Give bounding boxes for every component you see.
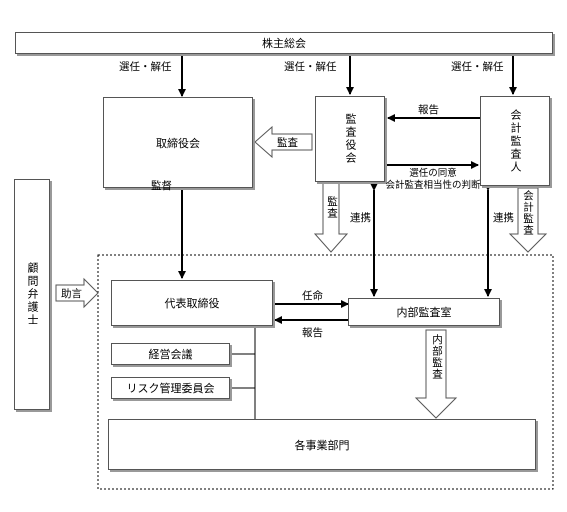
accounting-audit-label: 会計監査	[522, 190, 534, 236]
audit-down-label: 監査	[326, 196, 338, 219]
audit-board-box: 監査役会	[315, 96, 385, 182]
consent-label-line1: 選任の同意	[409, 168, 457, 179]
audit-board-label: 監査役会	[344, 113, 357, 165]
coop-left-label: 連携	[350, 212, 371, 224]
legal-counsel-label: 顧問弁護士	[26, 262, 39, 327]
appoint-label: 任命	[302, 290, 323, 302]
consent-label-line2: 会計監査相当性の判断	[385, 180, 481, 191]
internal-audit-label: 内部監査室	[396, 306, 452, 319]
supervise-label: 監督	[151, 180, 172, 192]
advice-hollow-arrow	[55, 277, 99, 309]
consent-label: 選任の同意 会計監査相当性の判断	[384, 168, 482, 192]
shareholders-label: 株主総会	[262, 37, 306, 50]
management-meeting-box: 経営会議	[111, 343, 230, 365]
audit-down-hollow-arrow	[313, 182, 349, 253]
internal-audit-box: 内部監査室	[348, 298, 500, 326]
audit-arrow-label: 監査	[277, 137, 298, 149]
accounting-audit-hollow-arrow	[508, 187, 548, 253]
board-box: 取締役会	[103, 97, 253, 188]
elect-label-accounting-auditor: 選任・解任	[451, 61, 504, 73]
internal-audit-arrow-label: 内部監査	[431, 334, 443, 380]
advice-label: 助言	[61, 288, 82, 300]
shareholders-box: 株主総会	[15, 32, 553, 54]
representative-director-box: 代表取締役	[111, 280, 273, 326]
accounting-auditor-box: 会計監査人	[480, 96, 550, 186]
company-boundary	[97, 254, 554, 490]
representative-director-label: 代表取締役	[164, 297, 220, 310]
departments-label: 各事業部門	[294, 438, 350, 452]
risk-committee-label: リスク管理委員会	[126, 382, 215, 395]
elect-label-audit-board: 選任・解任	[284, 61, 337, 73]
accounting-auditor-label: 会計監査人	[509, 108, 522, 174]
internal-audit-hollow-arrow	[414, 329, 458, 419]
report-label-top: 報告	[418, 104, 439, 116]
management-meeting-label: 経営会議	[148, 348, 193, 361]
board-label: 取締役会	[156, 136, 200, 150]
risk-committee-box: リスク管理委員会	[111, 377, 230, 399]
elect-label-board: 選任・解任	[119, 61, 172, 73]
legal-counsel-box: 顧問弁護士	[14, 179, 50, 410]
report-label-bottom: 報告	[302, 327, 323, 339]
coop-right-label: 連携	[493, 212, 514, 224]
departments-box: 各事業部門	[108, 419, 536, 470]
audit-hollow-arrow	[254, 125, 313, 159]
